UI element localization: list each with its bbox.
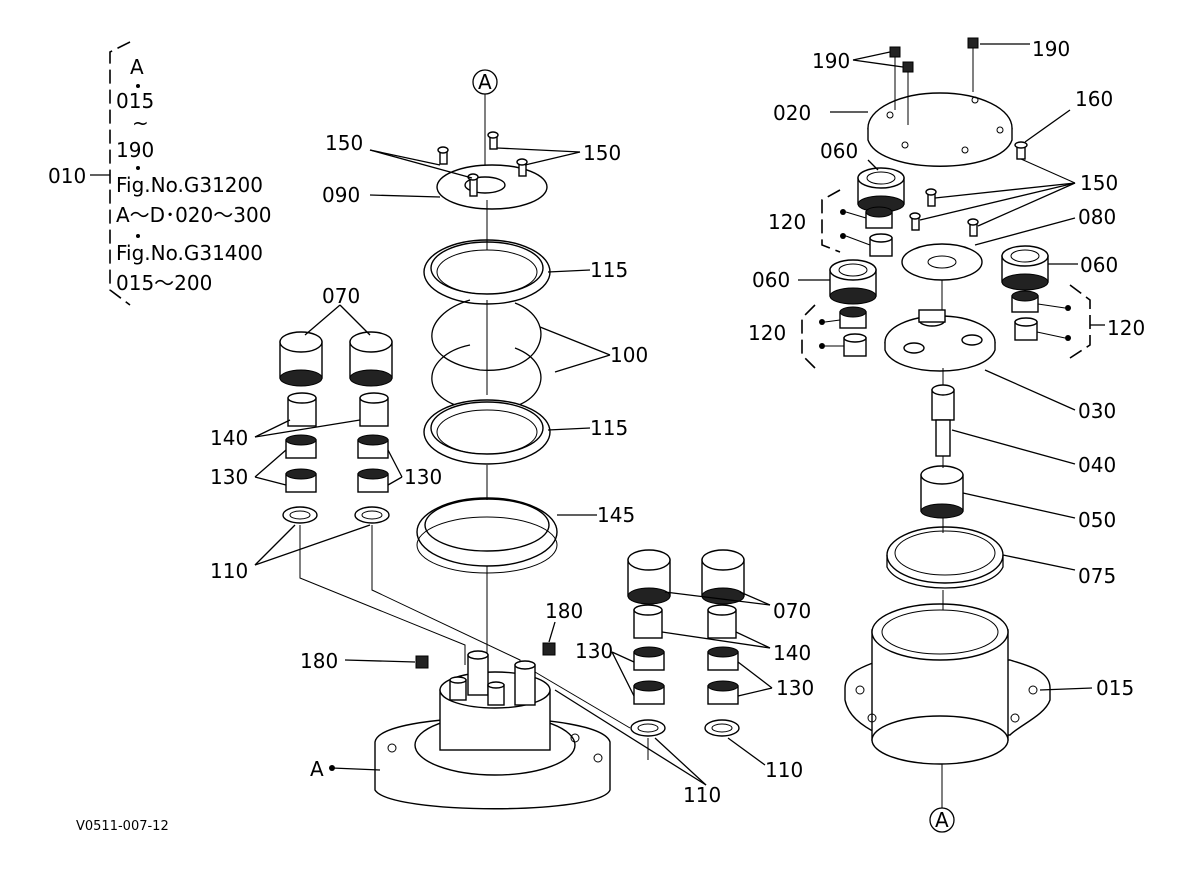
note-line-2: 015 bbox=[116, 89, 154, 113]
bearing-130-right bbox=[633, 646, 739, 705]
group-120-right bbox=[1011, 284, 1105, 359]
planet-gear-070-left-2 bbox=[349, 331, 393, 387]
ref-circle-a-bottom: A bbox=[929, 764, 955, 833]
note-line-1: A bbox=[130, 55, 144, 79]
shaft-040 bbox=[931, 368, 955, 457]
gear-060-top bbox=[857, 167, 905, 213]
label-150a: 150 bbox=[325, 131, 363, 155]
ref-a-left-label: A bbox=[310, 757, 324, 781]
label-190b: 190 bbox=[1032, 37, 1070, 61]
label-140a: 140 bbox=[210, 426, 248, 450]
label-115b: 115 bbox=[590, 416, 628, 440]
note-line-7: Fig.No.G31400 bbox=[116, 241, 263, 265]
label-160: 160 bbox=[1075, 87, 1113, 111]
label-145: 145 bbox=[597, 503, 635, 527]
label-100: 100 bbox=[610, 343, 648, 367]
label-090: 090 bbox=[322, 183, 360, 207]
label-075: 075 bbox=[1078, 564, 1116, 588]
housing-015 bbox=[844, 590, 1051, 765]
planet-gear-070-left-1 bbox=[279, 331, 323, 387]
label-120a: 120 bbox=[768, 210, 806, 234]
gear-060-left bbox=[829, 259, 877, 305]
drawing-code: V0511-007-12 bbox=[76, 819, 169, 834]
label-130b: 130 bbox=[404, 465, 442, 489]
label-060b: 060 bbox=[752, 268, 790, 292]
label-070a: 070 bbox=[322, 284, 360, 308]
label-130c: 130 bbox=[575, 639, 613, 663]
label-180b: 180 bbox=[545, 599, 583, 623]
label-015: 015 bbox=[1096, 676, 1134, 700]
carrier-030 bbox=[884, 280, 996, 372]
washer-110-right bbox=[630, 719, 740, 737]
note-line-3: ~ bbox=[132, 111, 149, 135]
seal-145 bbox=[416, 465, 597, 574]
label-130d: 130 bbox=[776, 676, 814, 700]
label-050: 050 bbox=[1078, 508, 1116, 532]
gear-050 bbox=[920, 456, 964, 519]
label-020: 020 bbox=[773, 101, 811, 125]
bolt-160 bbox=[1014, 141, 1028, 160]
ring-075 bbox=[886, 518, 1004, 589]
bearing-115-top bbox=[423, 200, 591, 305]
plate-080 bbox=[901, 243, 983, 281]
label-120c: 120 bbox=[1107, 316, 1145, 340]
label-150c: 150 bbox=[1080, 171, 1118, 195]
bushing-140-left bbox=[287, 392, 389, 427]
label-115a: 115 bbox=[590, 258, 628, 282]
bearing-130-left bbox=[285, 434, 389, 493]
label-110c: 110 bbox=[765, 758, 803, 782]
label-080: 080 bbox=[1078, 205, 1116, 229]
carrier-housing bbox=[374, 650, 611, 810]
group-120-lower-left bbox=[801, 304, 867, 369]
note-bracket-label: 010 bbox=[48, 164, 86, 188]
gear-060-right bbox=[1001, 245, 1049, 291]
plate-090 bbox=[369, 131, 581, 210]
planet-gear-070-right bbox=[627, 549, 745, 605]
label-120b: 120 bbox=[748, 321, 786, 345]
label-190a: 190 bbox=[812, 49, 850, 73]
bolts-150-right bbox=[909, 188, 979, 237]
bushing-140-right bbox=[633, 604, 737, 639]
reference-note: 010 A 015 ~ 190 Fig.No.G31200 A～D･020～30… bbox=[48, 41, 271, 306]
label-110b: 110 bbox=[683, 783, 721, 807]
label-130a: 130 bbox=[210, 465, 248, 489]
group-120-upper bbox=[821, 189, 893, 257]
label-060a: 060 bbox=[820, 139, 858, 163]
label-070b: 070 bbox=[773, 599, 811, 623]
cover-020 bbox=[867, 92, 1013, 167]
ref-a-bottom-label: A bbox=[935, 808, 949, 832]
washer-110-left bbox=[282, 506, 390, 524]
ref-a-top-label: A bbox=[478, 70, 492, 94]
plug-180 bbox=[415, 642, 556, 669]
ring-100 bbox=[431, 299, 611, 411]
note-line-6: A～D･020～300 bbox=[116, 203, 271, 227]
label-140b: 140 bbox=[773, 641, 811, 665]
label-030: 030 bbox=[1078, 399, 1116, 423]
label-180a: 180 bbox=[300, 649, 338, 673]
bearing-115-lower bbox=[423, 399, 591, 465]
label-110a: 110 bbox=[210, 559, 248, 583]
note-line-5: Fig.No.G31200 bbox=[116, 173, 263, 197]
label-150b: 150 bbox=[583, 141, 621, 165]
label-040: 040 bbox=[1078, 453, 1116, 477]
note-line-4: 190 bbox=[116, 138, 154, 162]
label-060c: 060 bbox=[1080, 253, 1118, 277]
note-line-8: 015～200 bbox=[116, 271, 212, 295]
